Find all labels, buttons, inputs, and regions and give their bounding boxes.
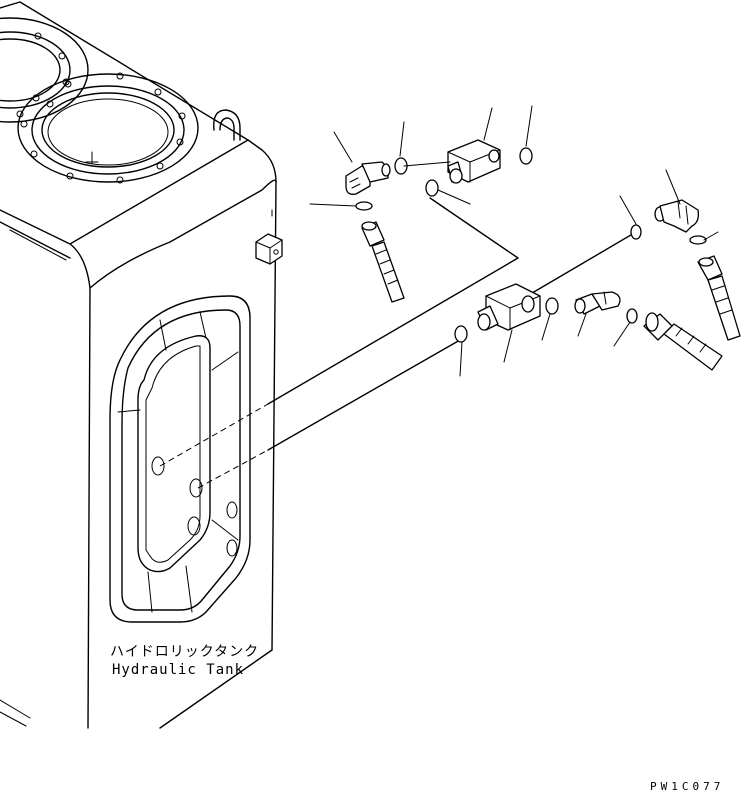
hose-right <box>697 255 741 341</box>
elbow-fitting-lower <box>574 291 621 315</box>
projection-line-1 <box>159 403 269 467</box>
lifting-hook <box>213 109 241 141</box>
port-1 <box>151 456 165 476</box>
block-adapter-upper <box>447 139 501 184</box>
elbow-fitting-right <box>654 199 700 233</box>
sight-window <box>109 295 251 623</box>
elbow-fitting-upper <box>345 161 391 195</box>
o-ring-e <box>454 325 468 343</box>
hose-upper <box>361 221 405 303</box>
block-adapter-lower <box>477 283 541 331</box>
port-2 <box>189 478 203 498</box>
top-flange-center <box>17 72 199 184</box>
drawing-code: PW1C077 <box>650 780 724 793</box>
o-ring-d <box>355 201 373 211</box>
o-ring-g <box>626 308 638 324</box>
o-ring-f <box>545 297 559 315</box>
o-ring-b <box>519 147 533 165</box>
top-flange-left <box>0 17 89 123</box>
assembly-line-upper <box>267 197 519 405</box>
side-boss <box>255 233 283 265</box>
port-3 <box>187 516 201 536</box>
upper-fitting-group <box>309 105 533 303</box>
lower-fitting-group <box>454 169 741 377</box>
tank-label-en: Hydraulic Tank <box>112 662 244 678</box>
assembly-line-lower-a <box>267 339 461 451</box>
hydraulic-tank <box>0 1 283 729</box>
o-ring-c <box>425 179 439 197</box>
projection-line-2 <box>197 449 269 489</box>
hose-lower <box>643 312 723 371</box>
o-ring-h <box>689 235 707 245</box>
tank-label-jp: ハイドロリックタンク <box>110 644 259 660</box>
